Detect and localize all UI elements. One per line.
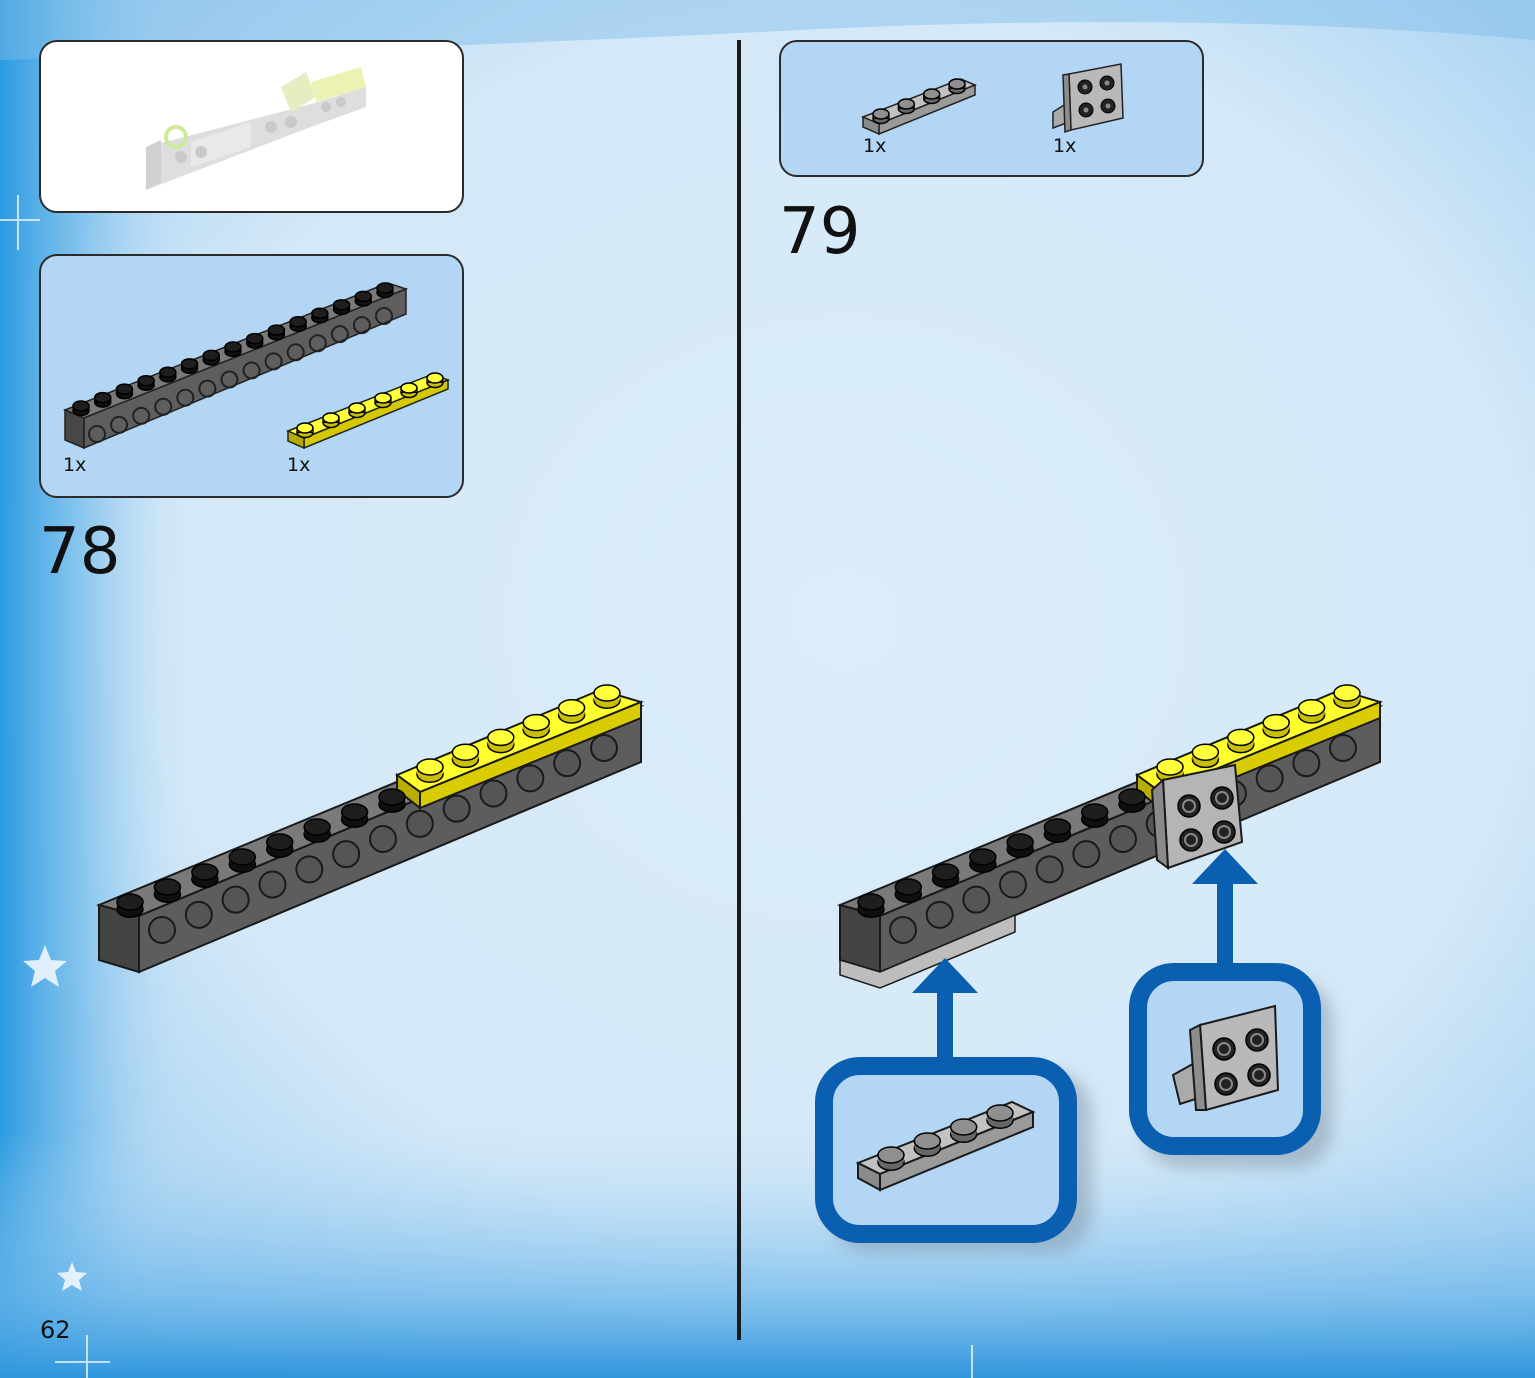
page-divider (737, 40, 741, 1340)
step-79-assembly (836, 684, 1384, 989)
step-number: 79 (779, 195, 861, 269)
arrow-up-icon (912, 849, 1258, 1070)
step-79-parts-list: 1x 1x (779, 40, 1204, 177)
light-gray-bracket-icon (1171, 1004, 1280, 1112)
light-gray-plate-icon (861, 78, 977, 136)
assembly-preview-icon (146, 67, 366, 190)
light-gray-plate-icon (855, 1100, 1036, 1192)
step-78-assembly (95, 684, 645, 974)
page-number: 62 (40, 1316, 71, 1344)
yellow-plate-icon (286, 372, 451, 450)
dark-gray-technic-beam-icon (63, 282, 409, 450)
callout-plate (815, 1057, 1092, 1252)
part-quantity: 1x (863, 135, 887, 157)
callout-bracket (1129, 963, 1333, 1168)
part-quantity: 1x (63, 454, 87, 476)
previous-step-preview (39, 40, 464, 213)
step-number: 78 (39, 515, 121, 589)
part-quantity: 1x (1053, 135, 1077, 157)
part-quantity: 1x (287, 454, 311, 476)
light-gray-bracket-icon (1052, 63, 1124, 134)
step-78-parts-list: 1x 1x (39, 254, 464, 498)
star-icon (23, 945, 87, 1291)
